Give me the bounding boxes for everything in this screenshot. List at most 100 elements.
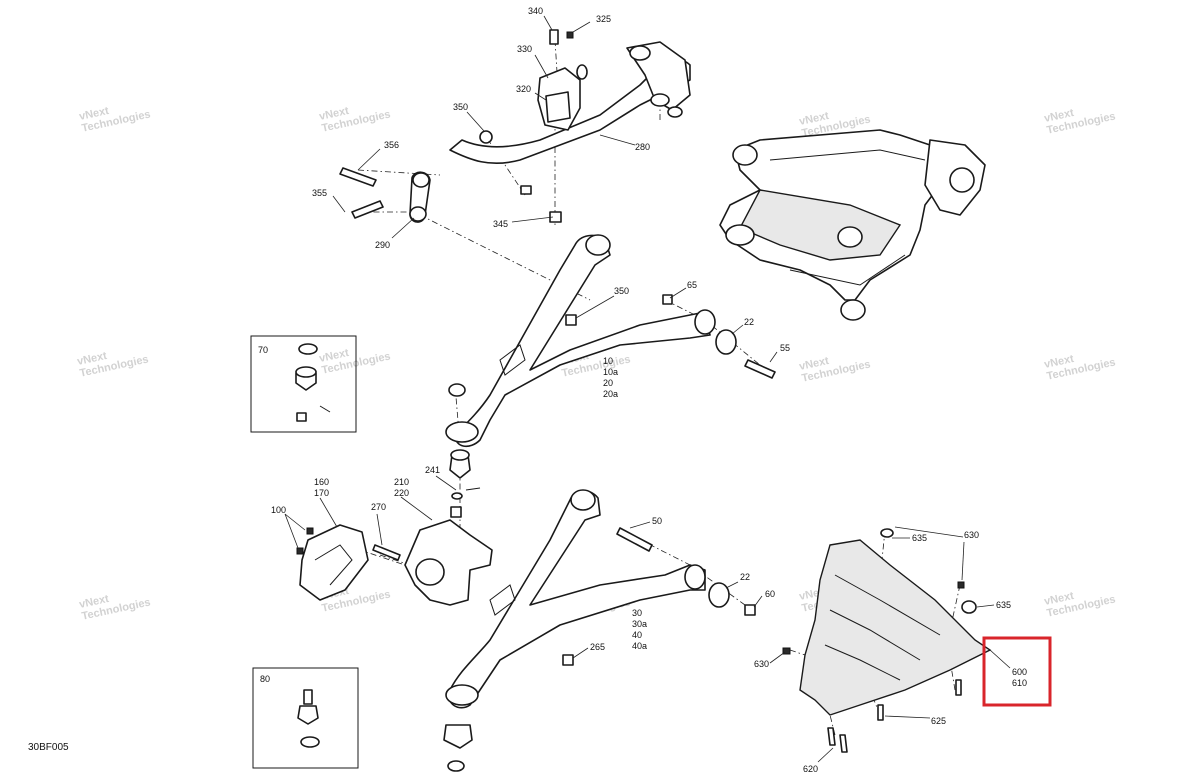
assembled-bushing-3 [837,226,863,248]
leader [391,217,415,239]
screw-620a [827,727,836,746]
callout-220: 220 [394,488,409,498]
leader [534,92,547,101]
assembled-suspension [719,129,986,321]
leader [400,496,433,521]
assembled-bushing-4 [840,299,866,321]
steering-knuckle [372,506,493,606]
callout-356: 356 [384,140,399,150]
callout-40a: 40a [632,641,647,651]
screw-100a [306,527,314,535]
nut-630b [782,647,791,655]
leader [753,595,763,608]
callout-325: 325 [596,14,611,24]
knuckle-bore [415,558,445,586]
leader [817,747,834,763]
leader [731,324,744,335]
leader [725,581,739,589]
sway-bar-bushing [545,91,571,123]
skid-plate-rib [834,574,941,636]
callout-270: 270 [371,502,386,512]
highlight-callout: 600 610 [982,636,1052,707]
leader [989,649,1011,669]
bolt-50 [616,527,653,552]
upper-ball-joint-socket [445,421,479,443]
callout-330: 330 [517,44,532,54]
inset-label-70: 70 [258,345,268,355]
leader [575,295,615,319]
lower-a-arm-pivot-rear [684,564,706,590]
inset-box-80 [252,667,359,769]
leader [769,351,778,363]
screw-100b [296,547,304,555]
leader [892,526,964,539]
lower-a-arm-pivot-front [570,489,596,511]
leader [769,651,786,664]
nut-630a [957,581,965,589]
document-reference: 30BF005 [28,742,69,753]
leader-lines [284,15,1011,763]
upper-a-arm-frame [454,234,711,448]
callout-30a: 30a [632,619,647,629]
callout-350: 350 [453,102,468,112]
callout-170: 170 [314,488,329,498]
screw-620b [839,734,848,753]
leader [629,521,651,529]
link-nut-355 [351,200,384,219]
inset-box-70 [250,335,357,433]
callout-635-b: 635 [996,600,1011,610]
splash-guard [296,524,369,601]
arm-gusset [499,344,526,376]
leader [319,497,338,528]
nut-60 [744,604,756,616]
washer-241 [451,492,463,500]
callout-320: 320 [516,84,531,94]
bolt-270 [372,544,401,561]
leader [466,111,485,132]
screw-625 [877,704,884,721]
inset-lower-ring [300,736,320,748]
callout-340: 340 [528,6,543,16]
bolt-55 [744,359,776,379]
callout-620: 620 [803,764,818,774]
assembly-line [379,554,411,566]
highlight-box [982,636,1052,707]
screw-625b [955,679,962,696]
callout-600: 600 [1012,667,1027,677]
skid-plate-rib [824,644,901,681]
callout-numbers: 340 325 330 320 350 356 355 290 280 345 … [271,6,1011,774]
callout-20a: 20a [603,389,618,399]
leader [572,647,589,659]
lower-a-arm [443,489,756,772]
leader [976,604,995,608]
callout-65: 65 [687,280,697,290]
link-nut [479,130,493,144]
callout-210: 210 [394,477,409,487]
inset-lower-ball-joint-stud [303,689,313,705]
skid-plate [782,528,992,753]
inset-lower-ball-joint: 80 [252,667,359,769]
upper-a-arm [445,234,776,448]
sway-bar-bushing-end [650,93,670,107]
leader [357,148,381,171]
callout-265: 265 [590,642,605,652]
leader [332,195,346,213]
skid-plate-rib [829,609,921,661]
nut-65 [662,294,673,305]
assembled-lower-arm-line [789,254,906,286]
leader [511,216,554,223]
callout-22-b: 22 [740,572,750,582]
assembled-bushing-1 [732,144,758,166]
leader [884,715,931,719]
leader [669,287,687,299]
upper-a-arm-pivot-front [585,234,611,256]
bracket-clip [566,31,574,39]
callout-10: 10 [603,356,613,366]
bracket-bolt [549,29,559,45]
assembly-line [949,659,956,691]
assembled-bushing-2 [725,224,755,246]
link-eye-bottom [409,206,427,222]
leader [961,541,965,581]
inset-cotter-pin [319,405,331,413]
